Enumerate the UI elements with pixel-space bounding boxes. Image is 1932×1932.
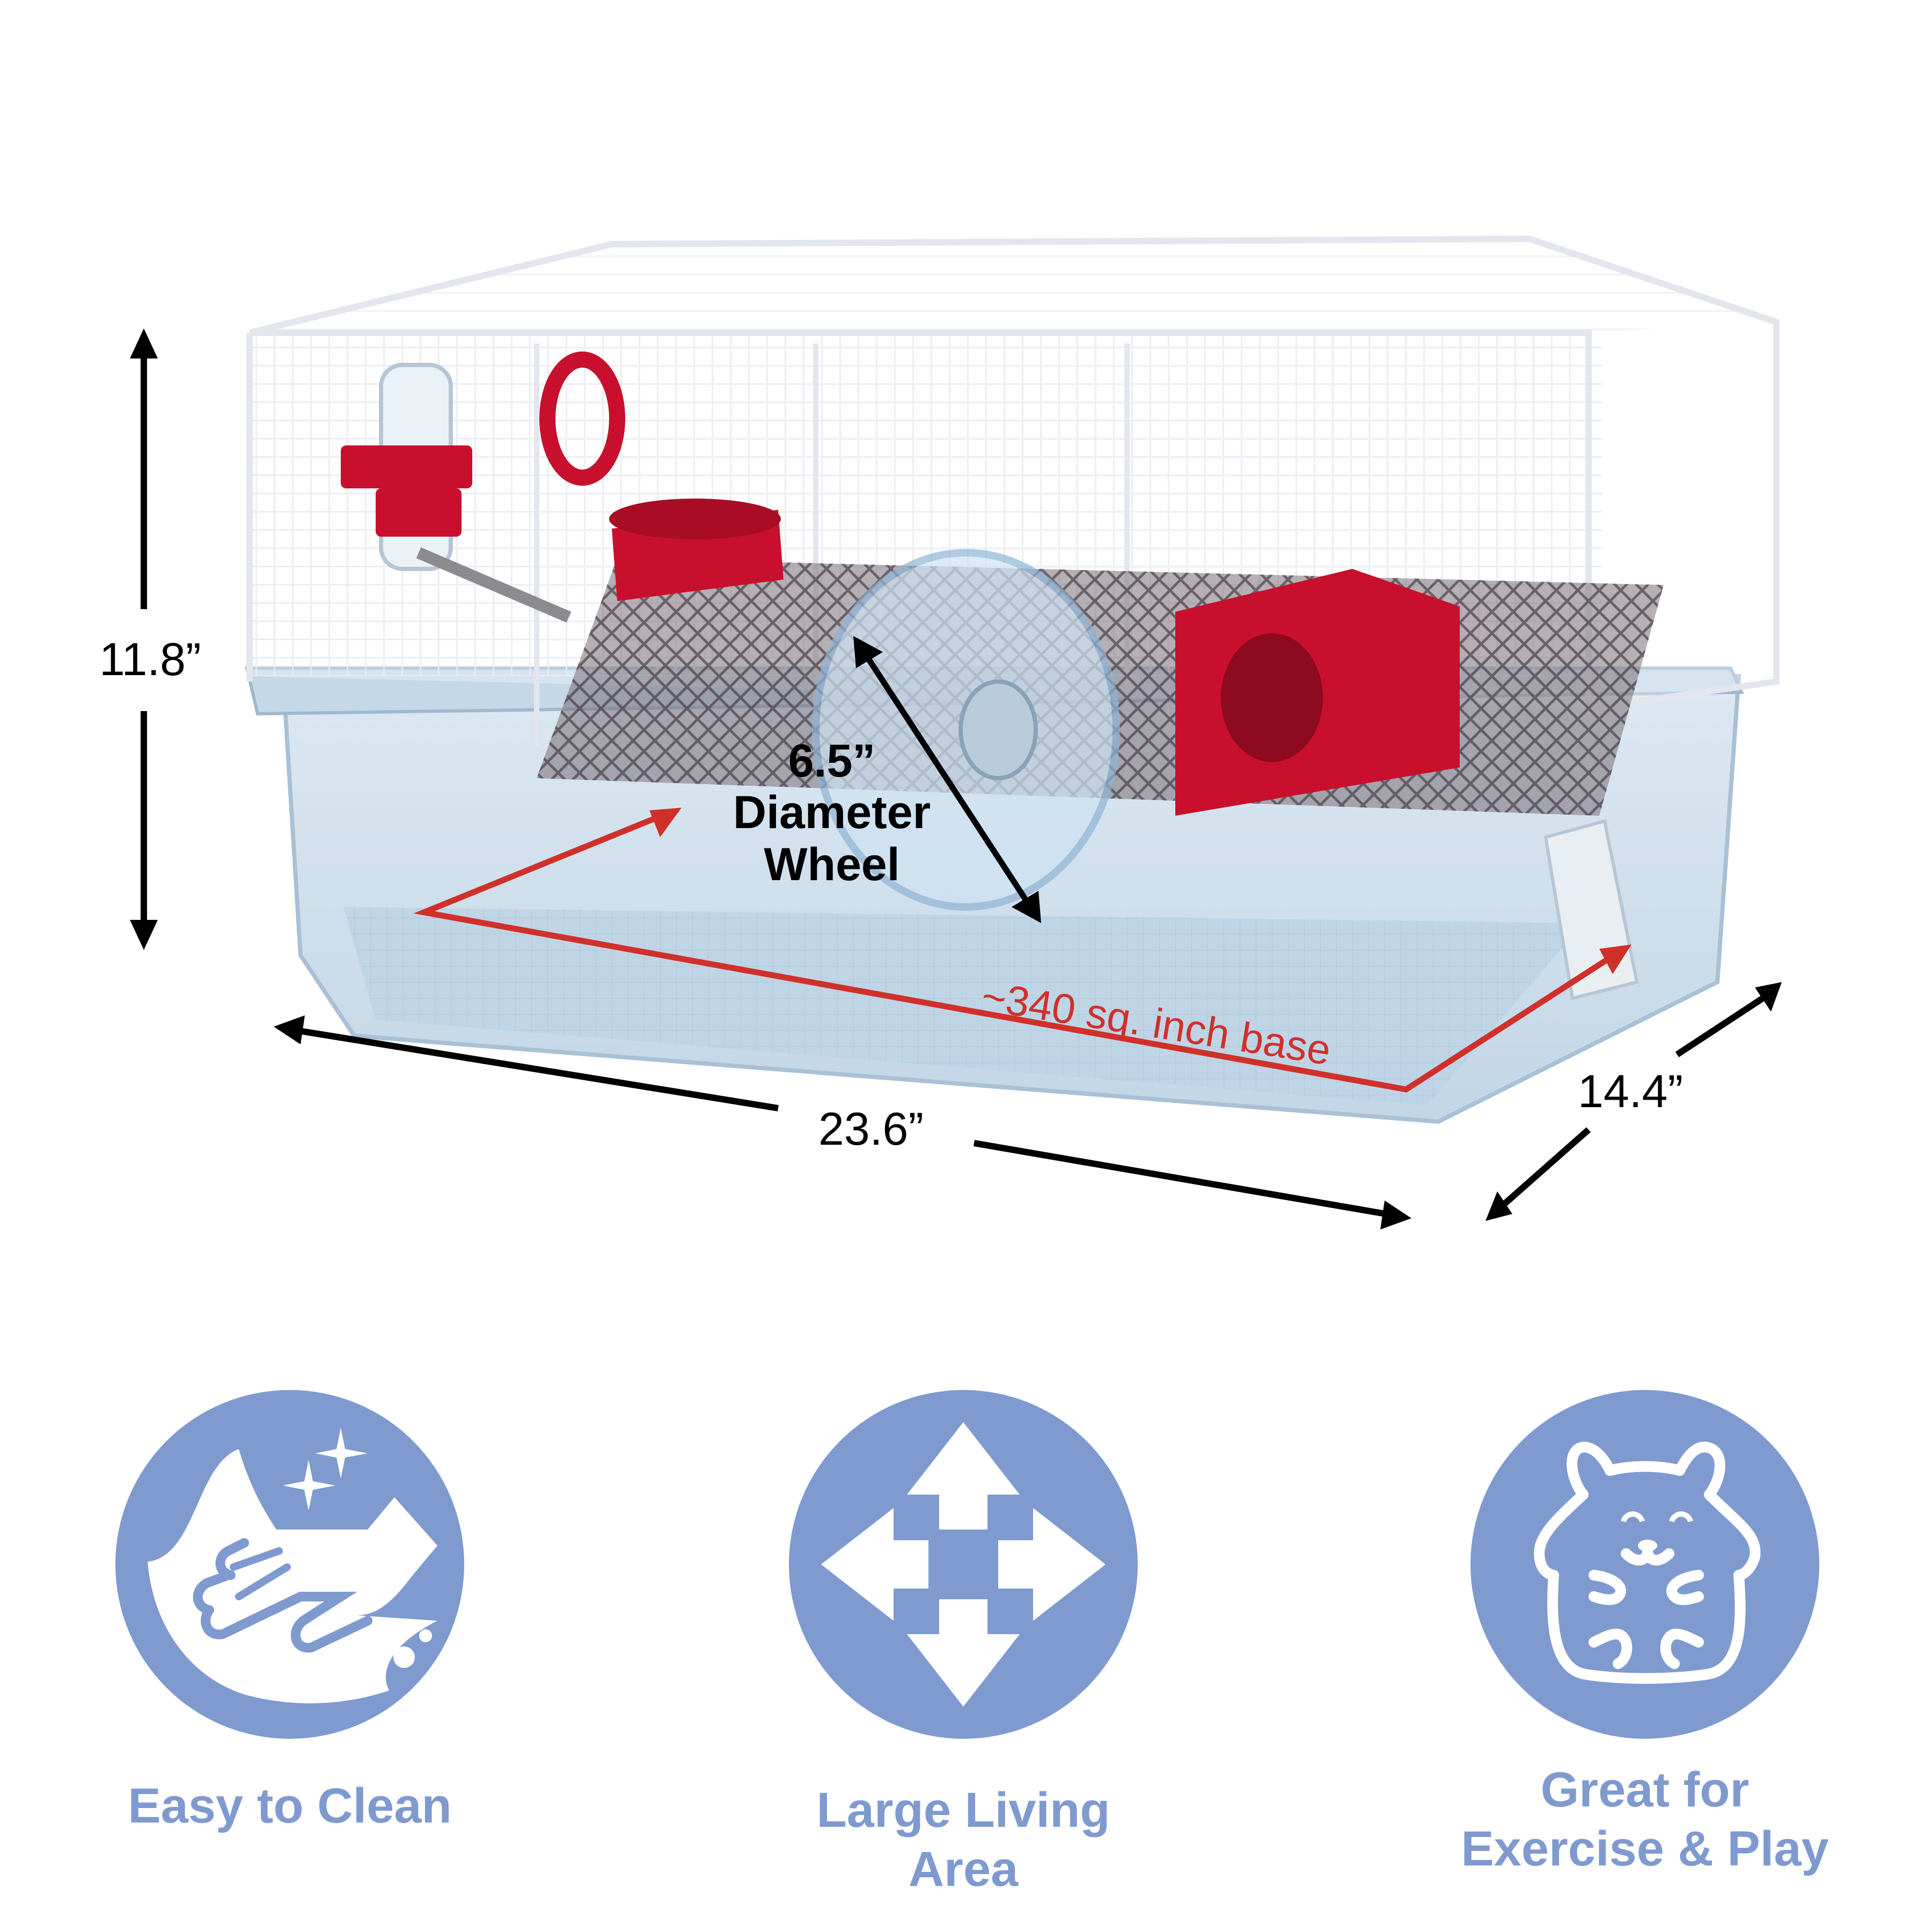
food-bowl	[609, 499, 784, 601]
hamster-icon	[1534, 1441, 1761, 1684]
feature-label: Easy to Clean	[128, 1779, 452, 1833]
feature-large-living-area: Large Living Area	[775, 1390, 1151, 1899]
feature-icon-circle	[115, 1390, 464, 1739]
wheel-diameter-label: 6.5” Diameter Wheel	[708, 735, 955, 890]
four-way-arrows-icon	[821, 1422, 1106, 1707]
base-area-outline	[413, 808, 1631, 1093]
wheel-text-wheel: Wheel	[764, 838, 900, 890]
hanging-toy	[539, 352, 625, 486]
feature-label: Large Living Area	[816, 1783, 1110, 1897]
depth-dimension-arrow	[1485, 982, 1782, 1221]
feature-easy-to-clean: Easy to Clean	[102, 1390, 478, 1835]
depth-dimension-label: 14.4”	[1578, 1066, 1684, 1117]
hideout-house	[1175, 569, 1460, 816]
height-dimension-label: 11.8”	[99, 634, 201, 685]
wheel-diameter-arrow	[853, 636, 1041, 923]
feature-icon-circle	[789, 1390, 1138, 1739]
width-dimension-arrow	[274, 1015, 1411, 1230]
cage-product-image	[130, 235, 1782, 1230]
wheel-text-diameter: Diameter	[733, 787, 931, 839]
exercise-wheel	[812, 549, 1120, 911]
water-bottle	[341, 363, 572, 623]
feature-label: Great for Exercise & Play	[1461, 1762, 1829, 1877]
feature-exercise-play: Great for Exercise & Play	[1457, 1390, 1833, 1879]
feature-icon-circle	[1470, 1390, 1819, 1739]
cleaning-hand-icon	[148, 1428, 437, 1703]
wheel-size: 6.5”	[788, 735, 876, 787]
width-dimension-label: 23.6”	[818, 1103, 924, 1155]
height-dimension-arrow	[130, 328, 158, 950]
